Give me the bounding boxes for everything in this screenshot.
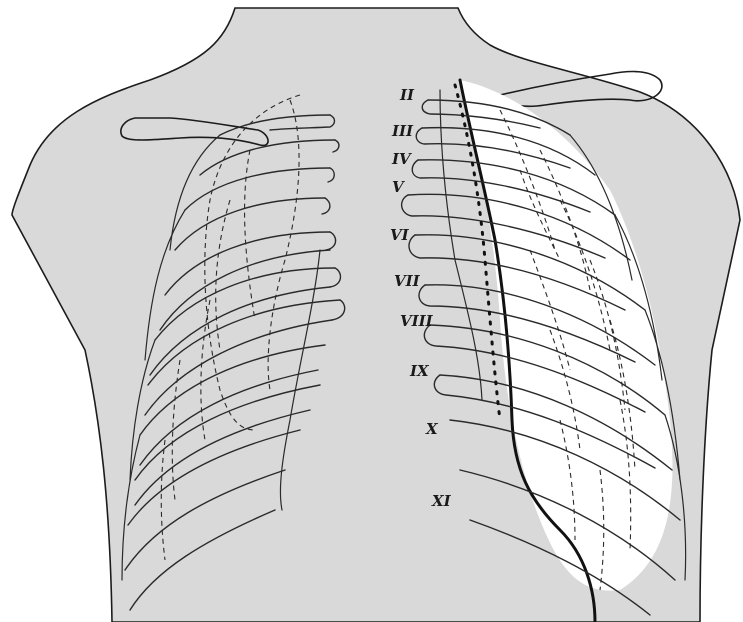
- rib-label-viii: VIII: [400, 312, 434, 330]
- rib-label-iv: IV: [391, 150, 412, 168]
- rib-label-iii: III: [391, 122, 414, 140]
- rib-label-v: V: [392, 178, 405, 196]
- rib-label-x: X: [425, 420, 439, 438]
- rib-label-xi: XI: [431, 492, 452, 510]
- rib-label-vi: VI: [390, 226, 410, 244]
- rib-label-ix: IX: [409, 362, 430, 380]
- rib-label-ii: II: [399, 86, 415, 104]
- rib-label-vii: VII: [394, 272, 421, 290]
